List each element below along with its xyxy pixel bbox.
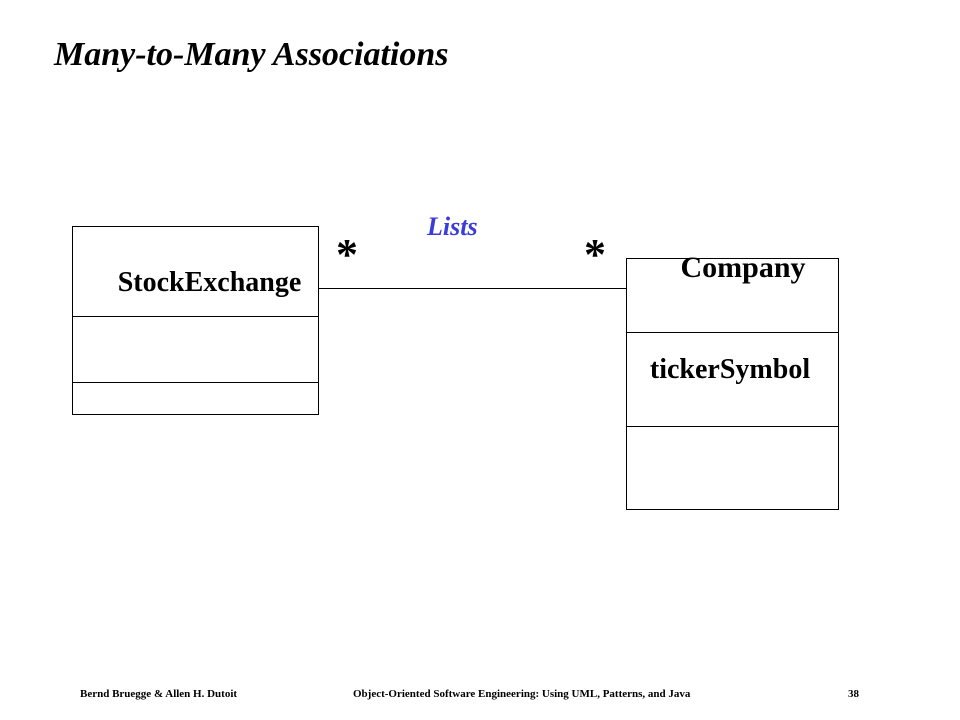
multiplicity-right: * — [584, 230, 606, 279]
footer-page-number: 38 — [848, 688, 859, 700]
company-attribute-tickersymbol: tickerSymbol — [649, 354, 811, 385]
stockexchange-class-name: StockExchange — [117, 267, 302, 298]
company-attributes-compartment — [627, 333, 838, 427]
company-class — [626, 258, 839, 510]
company-operations-compartment — [627, 427, 838, 509]
stockexchange-name-compartment — [73, 227, 318, 317]
association-line — [319, 288, 626, 289]
slide-title: Many-to-Many Associations — [54, 36, 449, 73]
stockexchange-operations-compartment — [73, 383, 318, 414]
footer-authors: Bernd Bruegge & Allen H. Dutoit — [80, 688, 238, 700]
stockexchange-attributes-compartment — [73, 317, 318, 383]
company-name-compartment — [627, 259, 838, 333]
association-name: Lists — [427, 212, 478, 241]
footer-book-title: Object-Oriented Software Engineering: Us… — [353, 688, 691, 700]
multiplicity-left: * — [336, 230, 358, 279]
company-class-name: Company — [680, 251, 806, 284]
stockexchange-class — [72, 226, 319, 415]
